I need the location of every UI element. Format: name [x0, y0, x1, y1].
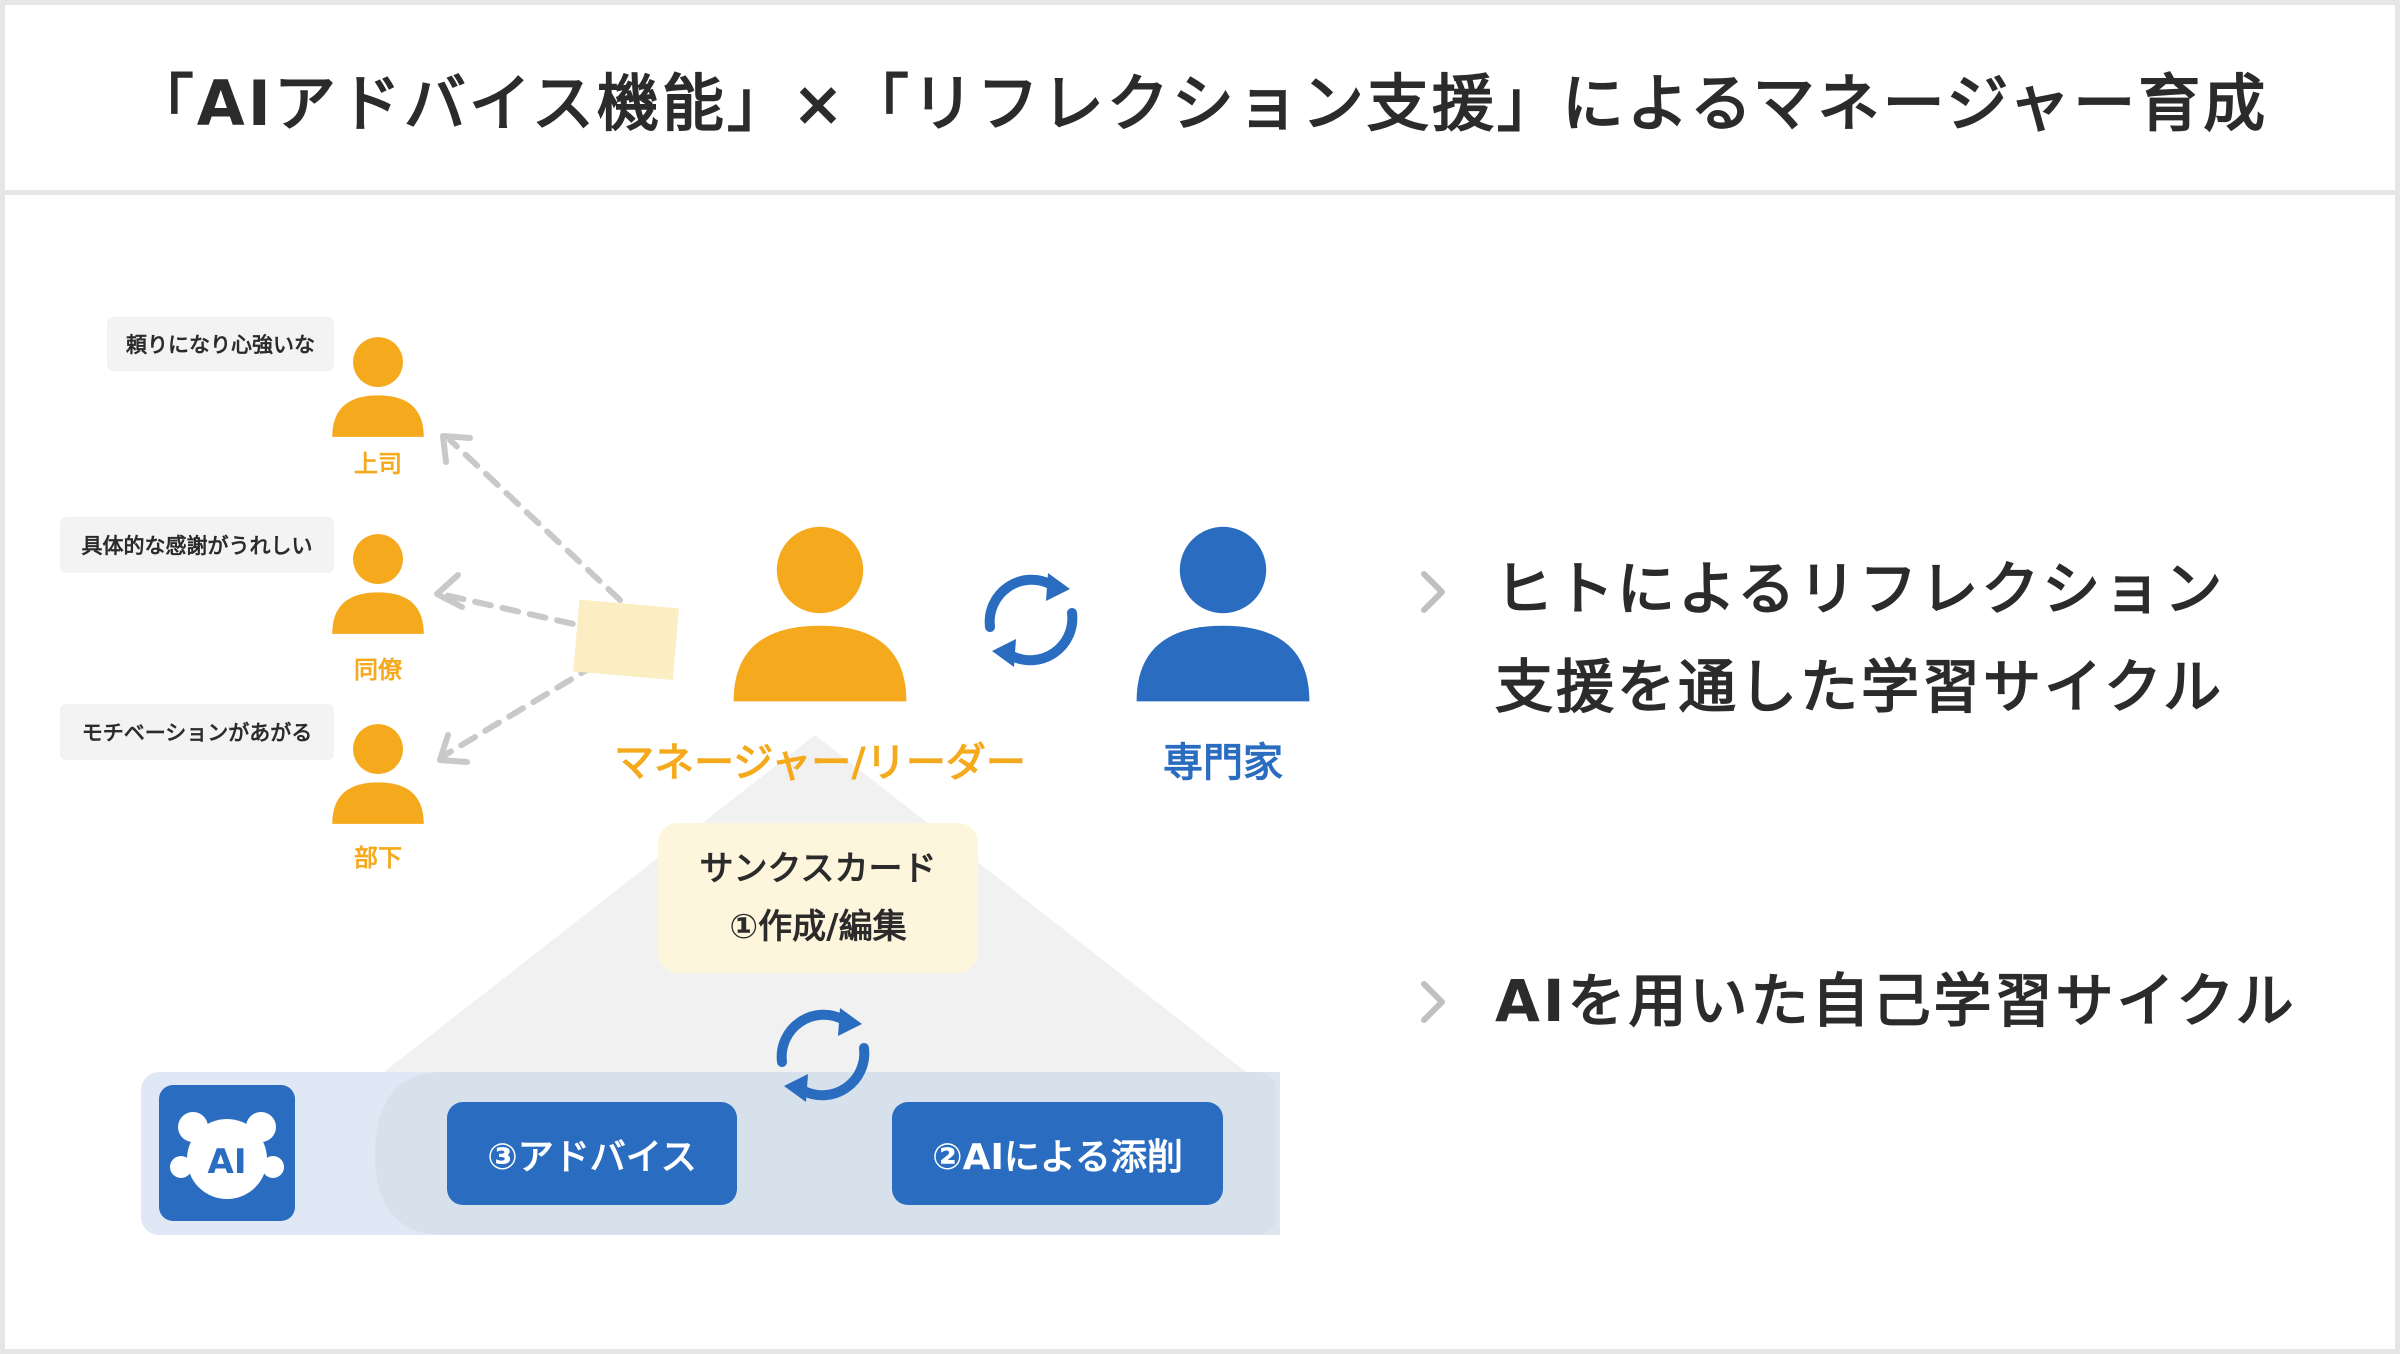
point-human-reflection-line1: ヒトによるリフレクション [1495, 555, 2226, 623]
ai-bear-logo-icon: AI [170, 1112, 284, 1199]
person-boss-label: 上司 [354, 450, 402, 478]
person-icon [332, 724, 424, 824]
person-subordinate-label: 部下 [354, 844, 402, 872]
person-colleague-label: 同僚 [354, 656, 402, 684]
thanks-card-title: サンクスカード [699, 849, 937, 889]
person-boss [326, 335, 430, 439]
person-icon [733, 526, 907, 702]
person-icon [332, 337, 424, 437]
person-subordinate [326, 722, 430, 826]
thanks-card-box: サンクスカード ①作成/編集 [658, 823, 978, 973]
person-expert [1133, 525, 1313, 705]
thanks-card-note-icon [573, 599, 680, 681]
comment-bubble-colleague: 具体的な感謝がうれしい [60, 517, 334, 573]
point-human-reflection: ヒトによるリフレクション 支援を通した学習サイクル [1495, 540, 2225, 736]
manager-label: マネージャー/リーダー [614, 740, 1026, 786]
dashed-arrow-icon [442, 662, 598, 758]
ai-logo: AI [159, 1085, 295, 1221]
point-human-reflection-line2: 支援を通した学習サイクル [1495, 653, 2225, 721]
dashed-arrow-icon [447, 437, 623, 603]
slide-title: 「AIアドバイス機能」×「リフレクション支援」によるマネージャー育成 [131, 66, 2269, 140]
point-ai-self-learning: AIを用いた自己学習サイクル [1495, 967, 2297, 1035]
ai-review-pill: ②AIによる添削 [892, 1102, 1223, 1205]
thanks-card-step: ①作成/編集 [729, 907, 907, 947]
title-bar: 「AIアドバイス機能」×「リフレクション支援」によるマネージャー育成 [5, 5, 2395, 195]
dashed-arrow-icon [442, 592, 603, 633]
person-colleague [326, 532, 430, 636]
cycle-arrows-icon [776, 1008, 870, 1102]
comment-bubble-boss: 頼りになり心強いな [107, 317, 334, 371]
expert-label: 専門家 [1163, 740, 1283, 786]
ai-logo-text: AI [208, 1142, 247, 1182]
chevron-right-icon [1421, 981, 1445, 1023]
comment-bubble-subordinate: モチベーションがあがる [60, 704, 334, 760]
person-icon [1136, 526, 1310, 702]
advice-pill: ③アドバイス [447, 1102, 737, 1205]
person-icon [332, 534, 424, 634]
cycle-arrows-icon [984, 573, 1078, 667]
chevron-right-icon [1421, 571, 1445, 613]
person-manager [730, 525, 910, 705]
